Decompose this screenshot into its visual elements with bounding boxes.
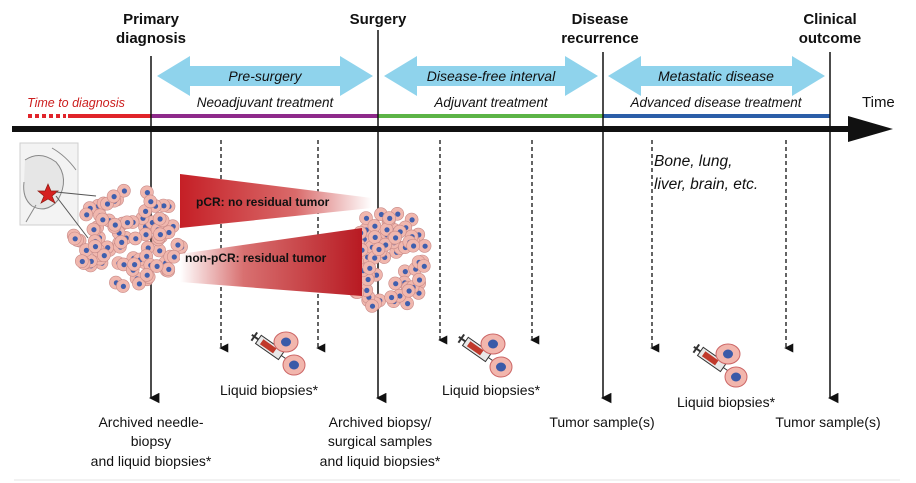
archived-needle-line3: and liquid biopsies*	[91, 453, 212, 469]
primary-label-1: Primary	[123, 11, 180, 28]
primary-label-2: diagnosis	[116, 30, 186, 47]
primary-tumor-icon	[66, 183, 188, 293]
liquid-biopsy-icon-1	[250, 331, 306, 376]
liquid-biopsies-label-1: Liquid biopsies*	[220, 382, 319, 398]
time-axis: Time	[12, 94, 895, 142]
outcome-label-2: outcome	[799, 30, 862, 47]
archived-surgical-label: Archived biopsy/ surgical samples and li…	[320, 414, 441, 469]
time-to-diagnosis-label: Time to diagnosis	[27, 96, 125, 110]
phase-pre-surgery-label: Pre-surgery	[228, 68, 302, 84]
milestone-clinical-outcome: Clinical outcome	[799, 11, 862, 47]
metastasis-sites-line1: Bone, lung,	[654, 153, 732, 170]
non-pcr-bar: non-pCR: residual tumor	[180, 228, 362, 296]
liquid-biopsies-label-2: Liquid biopsies*	[442, 382, 541, 398]
pcr-label: pCR: no residual tumor	[196, 195, 330, 209]
archived-needle-line2: biopsy	[131, 433, 171, 449]
archived-surgical-line2: surgical samples	[328, 433, 432, 449]
liquid-biopsy-icon-2	[457, 333, 513, 378]
time-axis-label: Time	[862, 94, 895, 111]
milestone-primary-diagnosis: Primary diagnosis	[116, 11, 186, 47]
phase-metastatic-label: Metastatic disease	[658, 68, 774, 84]
phase-arrow-pre-surgery: Pre-surgery	[157, 56, 373, 96]
recurrence-label-2: recurrence	[561, 30, 639, 47]
archived-needle-line1: Archived needle-	[98, 414, 203, 430]
neoadjuvant-label: Neoadjuvant treatment	[197, 95, 335, 110]
liquid-biopsies-label-3: Liquid biopsies*	[677, 394, 776, 410]
recurrence-label-1: Disease	[572, 11, 629, 28]
archived-needle-label: Archived needle- biopsy and liquid biops…	[91, 414, 212, 469]
liquid-biopsy-icon-3	[692, 343, 748, 388]
phase-arrow-metastatic: Metastatic disease	[608, 56, 825, 96]
milestone-disease-recurrence: Disease recurrence	[561, 11, 639, 47]
tumor-sample-label-1: Tumor sample(s)	[549, 414, 654, 430]
metastasis-sites-line2: liver, brain, etc.	[654, 176, 758, 193]
surgery-label: Surgery	[350, 11, 407, 28]
archived-surgical-line3: and liquid biopsies*	[320, 453, 441, 469]
pcr-bar: pCR: no residual tumor	[180, 174, 372, 228]
tumor-sample-label-2: Tumor sample(s)	[775, 414, 880, 430]
advanced-treatment-label: Advanced disease treatment	[629, 95, 802, 110]
dashed-sampling-arrows	[219, 140, 794, 353]
non-pcr-label: non-pCR: residual tumor	[185, 251, 327, 265]
breast-illustration-icon	[19, 142, 97, 239]
outcome-label-1: Clinical	[803, 11, 856, 28]
archived-surgical-line1: Archived biopsy/	[329, 414, 432, 430]
phase-arrow-disease-free: Disease-free interval	[384, 56, 598, 96]
phase-disease-free-label: Disease-free interval	[427, 68, 556, 84]
adjuvant-label: Adjuvant treatment	[433, 95, 549, 110]
